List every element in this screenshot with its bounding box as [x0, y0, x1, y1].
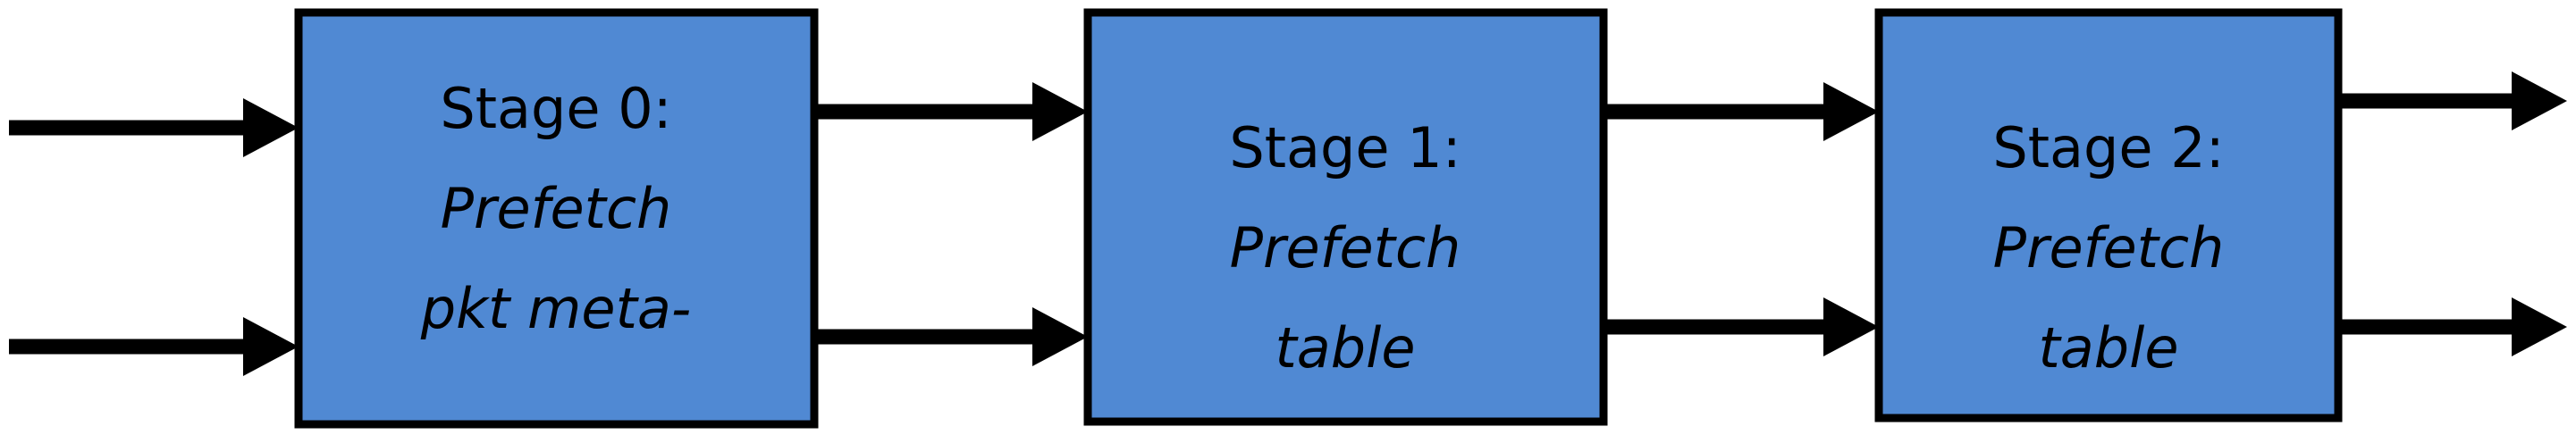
- stage-box-2-title: Stage 2:: [1992, 115, 2224, 180]
- arrow-stage1-to-stage2-top-head: [1823, 82, 1879, 141]
- arrow-stage0-to-stage1-bottom: [816, 307, 1088, 366]
- arrow-in-top: [9, 98, 299, 157]
- stage-box-0-subtitle-line-1: Prefetch: [441, 176, 672, 241]
- stage-box-0-subtitle-line-2: pkt meta-: [420, 276, 692, 341]
- stage-box-1-subtitle-line-1: Prefetch: [1230, 215, 1461, 280]
- stage-box-1-rect[interactable]: [1083, 8, 1608, 426]
- arrow-stage0-to-stage1-top: [816, 82, 1088, 141]
- stage-box-0[interactable]: Stage 0: Prefetch pkt meta-: [294, 8, 819, 429]
- stage-box-0-rect[interactable]: [294, 8, 819, 429]
- stage-box-1-subtitle-line-2: table: [1275, 315, 1415, 381]
- arrow-out-bottom-head: [2512, 297, 2567, 356]
- arrow-in-bottom-head: [243, 317, 299, 376]
- stage-box-2-rect[interactable]: [1874, 8, 2343, 422]
- stage-box-1[interactable]: Stage 1: Prefetch table: [1083, 8, 1608, 426]
- arrow-stage0-to-stage1-bottom-head: [1032, 307, 1088, 366]
- arrow-stage1-to-stage2-bottom: [1605, 297, 1879, 356]
- stage-box-2-subtitle-line-2: table: [2038, 315, 2178, 381]
- stage-box-2[interactable]: Stage 2: Prefetch table: [1874, 8, 2343, 422]
- stage-box-0-title: Stage 0:: [440, 76, 671, 141]
- arrow-in-top-head: [243, 98, 299, 157]
- arrow-stage1-to-stage2-bottom-head: [1823, 297, 1879, 356]
- arrow-out-bottom: [2340, 297, 2567, 356]
- stage-box-2-subtitle-line-1: Prefetch: [1993, 215, 2225, 280]
- arrow-stage0-to-stage1-top-head: [1032, 82, 1088, 141]
- stage-box-1-title: Stage 1:: [1229, 115, 1461, 180]
- arrow-stage1-to-stage2-top: [1605, 82, 1879, 141]
- arrow-out-top-head: [2512, 71, 2567, 130]
- arrow-in-bottom: [9, 317, 299, 376]
- arrow-out-top: [2340, 71, 2567, 130]
